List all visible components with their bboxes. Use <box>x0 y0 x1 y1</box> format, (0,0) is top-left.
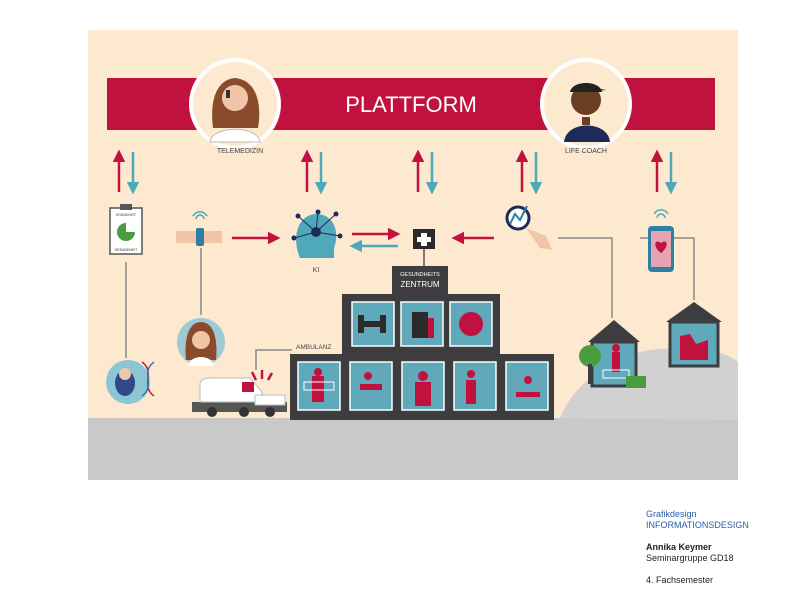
ground <box>88 367 738 480</box>
caption-program: Grafikdesign <box>646 509 697 519</box>
clipboard-top-label: KRANKHEIT <box>116 213 137 217</box>
platform-arrows <box>112 149 678 195</box>
coach-avatar-icon <box>540 58 632 150</box>
patient-avatar-icon <box>177 318 225 366</box>
upper-windows <box>351 301 493 347</box>
ai-head-icon <box>291 209 343 258</box>
medical-cross-icon <box>413 229 435 266</box>
smartwatch-icon <box>176 211 222 246</box>
telemedizin-label: TELEMEDIZIN <box>217 148 263 155</box>
caption-course: INFORMATIONSDESIGN <box>646 520 749 530</box>
caption-author: Annika Keymer <box>646 542 712 552</box>
zentrum-label-line2: ZENTRUM <box>400 280 439 289</box>
life-coach-label: LIFE COACH <box>565 148 607 155</box>
caption-group: Seminargruppe GD18 <box>646 553 734 563</box>
clipboard-bottom-label: GESUNDHEIT <box>115 248 139 252</box>
ambulanz-label: AMBULANZ <box>296 344 331 351</box>
lower-windows <box>297 361 549 411</box>
zentrum-label-line1: GESUNDHEITS <box>400 272 440 278</box>
clipboard-icon <box>109 204 143 255</box>
house-icon <box>666 302 722 368</box>
plattform-title: PLATTFORM <box>345 92 477 117</box>
doctor-avatar-icon <box>189 58 281 150</box>
smartphone-heart-icon <box>648 209 674 272</box>
house-icon <box>579 320 646 388</box>
caption-semester: 4. Fachsemester <box>646 575 714 585</box>
ki-label: KI <box>313 267 320 274</box>
baby-dna-icon <box>106 360 155 404</box>
ambulance-icon <box>192 370 287 417</box>
analytics-magnifier-icon <box>505 205 552 250</box>
